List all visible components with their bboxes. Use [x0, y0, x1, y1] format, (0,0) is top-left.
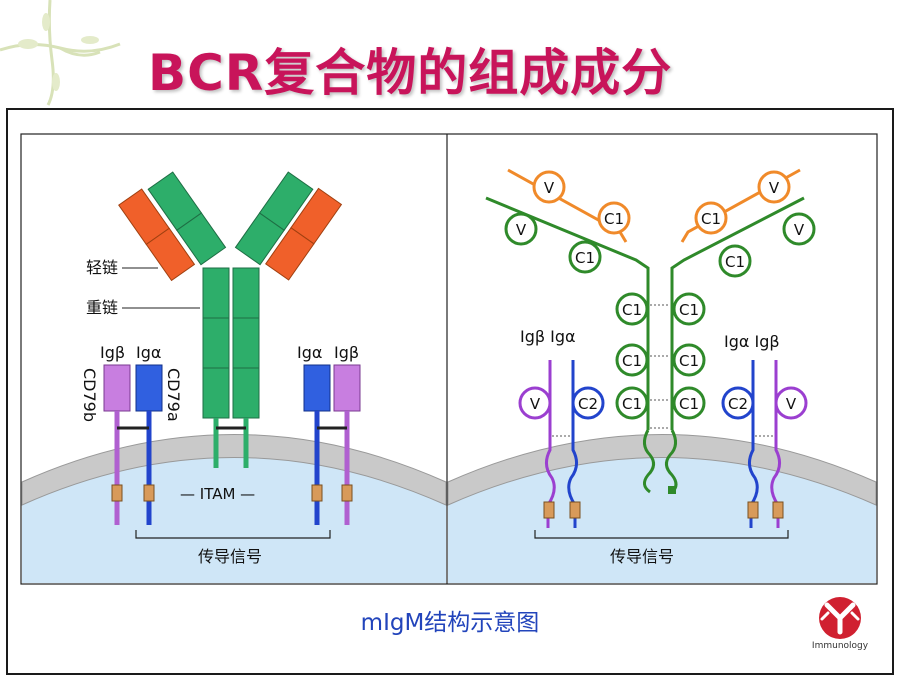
right-signal-label: 传导信号: [610, 547, 674, 566]
right-ig-left-label: Igβ Igα: [520, 327, 576, 346]
diagram-frame: 轻链 重链 Igβ Igα CD79b CD79a: [6, 108, 894, 675]
svg-text:C1: C1: [604, 210, 624, 228]
cd79b-label: CD79b: [80, 368, 99, 422]
svg-text:C1: C1: [575, 249, 595, 267]
ig-beta-right: [333, 364, 361, 525]
svg-text:C2: C2: [728, 395, 748, 413]
antibody-light-chains: [118, 187, 343, 282]
slide-title: BCR复合物的组成成分: [148, 44, 673, 102]
ig-alpha-left: [135, 364, 163, 525]
light-chain-label: 轻链: [86, 258, 118, 277]
iga-left-label: Igα: [136, 343, 161, 362]
iga-right-label: Igα: [297, 343, 322, 362]
svg-text:C1: C1: [701, 210, 721, 228]
svg-text:C1: C1: [622, 352, 642, 370]
svg-text:C2: C2: [578, 395, 598, 413]
left-signal-label: 传导信号: [198, 547, 262, 566]
svg-text:V: V: [786, 395, 797, 413]
svg-text:C1: C1: [622, 301, 642, 319]
svg-text:C1: C1: [679, 395, 699, 413]
svg-text:V: V: [544, 179, 555, 197]
left-cell-membrane: [21, 434, 447, 583]
antibody-transmembrane: [213, 418, 249, 468]
svg-text:C1: C1: [622, 395, 642, 413]
right-ig-right-label: Igα Igβ: [724, 332, 780, 351]
svg-text:V: V: [530, 395, 541, 413]
immunology-logo-icon: [819, 597, 861, 639]
immunology-logo: Immunology: [800, 594, 880, 656]
right-ig-strands: [545, 360, 781, 528]
svg-text:V: V: [769, 179, 780, 197]
cd79a-label: CD79a: [164, 368, 183, 422]
svg-text:C1: C1: [725, 253, 745, 271]
svg-text:C1: C1: [679, 301, 699, 319]
svg-text:C1: C1: [679, 352, 699, 370]
ig-alpha-right: [303, 364, 331, 525]
igb-right-label: Igβ: [334, 343, 359, 362]
vine-decoration-icon: [0, 0, 121, 106]
figure-caption: mIgM结构示意图: [360, 610, 540, 636]
mIgM-heavy-chains: [485, 196, 805, 494]
itam-label: — ITAM —: [180, 485, 255, 503]
heavy-chain-label: 重链: [86, 298, 118, 317]
svg-text:V: V: [794, 221, 805, 239]
ig-beta-left: [103, 364, 131, 525]
logo-text: Immunology: [811, 641, 869, 651]
svg-text:V: V: [516, 221, 527, 239]
igb-left-label: Igβ: [100, 343, 125, 362]
antibody-heavy-chains: [147, 171, 314, 419]
mIgM-domains: V V C1 C1 V V C1 C1 C1 C1 C1 C1 C1: [504, 170, 816, 420]
